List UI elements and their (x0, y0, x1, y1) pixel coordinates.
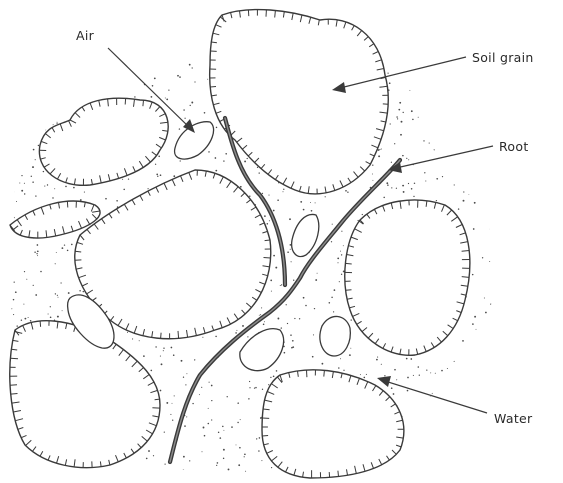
water-label: Water (494, 411, 533, 426)
air-label: Air (76, 28, 95, 43)
root-label: Root (499, 139, 529, 154)
soil-grain-label: Soil grain (472, 50, 534, 65)
air-pocket-lower-right (320, 316, 350, 356)
